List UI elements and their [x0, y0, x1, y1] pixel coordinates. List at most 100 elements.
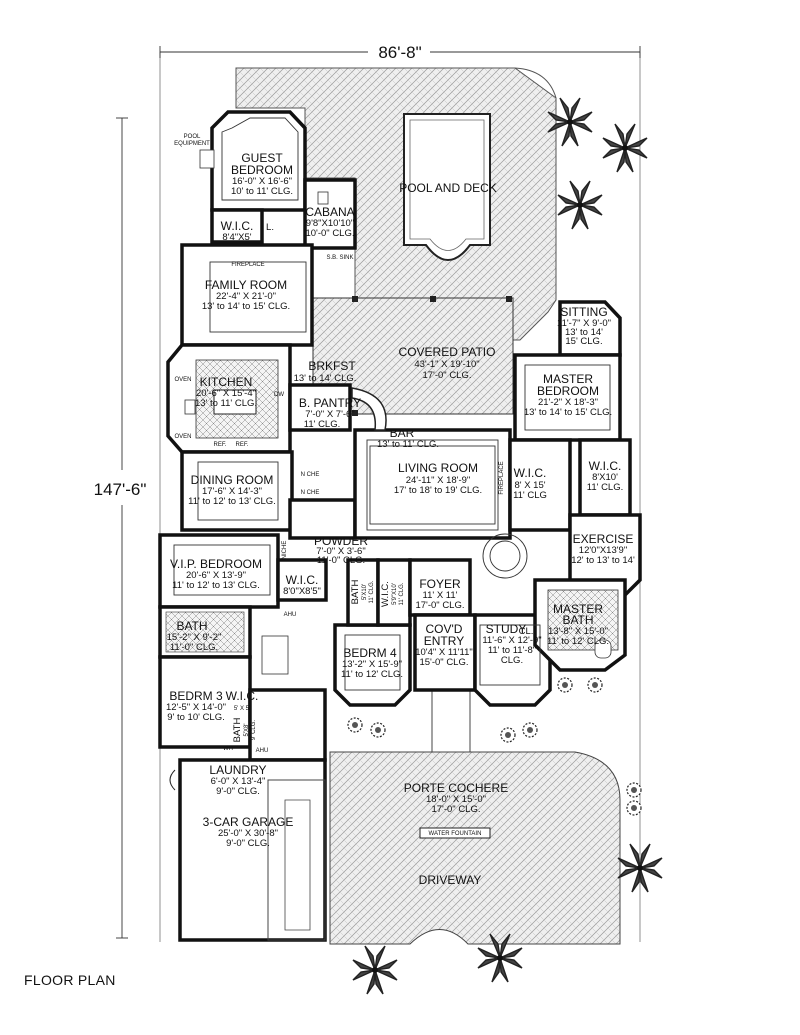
- svg-text:OVEN: OVEN: [174, 377, 191, 383]
- svg-text:11'-6" X 12'-9": 11'-6" X 12'-9": [482, 635, 541, 646]
- walkway: [431, 690, 471, 752]
- svg-text:FIREPLACE: FIREPLACE: [499, 461, 505, 494]
- svg-text:7'-0" X 3'-6": 7'-0" X 3'-6": [316, 546, 365, 557]
- svg-text:11'-0" CLG.: 11'-0" CLG.: [317, 555, 365, 566]
- svg-text:10'-0" CLG.: 10'-0" CLG.: [305, 228, 354, 239]
- laundry-wall: [248, 688, 327, 762]
- bedrm3-label: BEDRM 3: [169, 689, 223, 703]
- living-room-label: LIVING ROOM: [398, 461, 478, 475]
- bedrm3-wall: [158, 655, 252, 749]
- svg-text:11'-7" X 9'-0": 11'-7" X 9'-0": [557, 318, 611, 329]
- powder-label: POWDER: [314, 534, 368, 548]
- pool-label: POOL AND DECK: [399, 181, 497, 195]
- depth-dimension: 147'-6": [94, 480, 147, 499]
- svg-text:13' to 14' to 15' CLG.: 13' to 14' to 15' CLG.: [524, 407, 612, 418]
- svg-text:11' to 11'-8": 11' to 11'-8": [488, 645, 536, 656]
- svg-text:8'X10': 8'X10': [592, 472, 618, 483]
- garage-door: [267, 779, 326, 941]
- master-bath-label: MASTER: [553, 602, 603, 616]
- svg-text:REF.: REF.: [213, 442, 226, 448]
- svg-text:WH: WH: [223, 746, 233, 752]
- svg-text:15'-2" X 9'-2": 15'-2" X 9'-2": [167, 632, 222, 643]
- master-wic1-wall: [508, 438, 572, 532]
- kitchen-label: KITCHEN: [200, 375, 253, 389]
- vip-bath-label: BATH: [176, 619, 207, 633]
- svg-text:BEDROOM: BEDROOM: [231, 163, 293, 177]
- wic4-wall: [376, 558, 412, 627]
- master-bedroom-label: MASTER: [543, 372, 593, 386]
- svg-text:22'-4" X 21'-0": 22'-4" X 21'-0": [216, 291, 276, 302]
- garage-entry-door: [169, 769, 176, 791]
- svg-text:L.: L.: [266, 222, 274, 233]
- svg-text:5'X8': 5'X8': [244, 724, 250, 737]
- svg-text:BATH: BATH: [562, 613, 593, 627]
- svg-text:N CHE: N CHE: [301, 490, 320, 496]
- svg-text:13'-8" X 15'-0": 13'-8" X 15'-0": [548, 626, 608, 637]
- palm-tree: [557, 180, 603, 230]
- svg-text:13' to 11' CLG.: 13' to 11' CLG.: [377, 439, 439, 450]
- guest-wic-wall: [210, 208, 264, 244]
- water-fountain-label: WATER FOUNTAIN: [429, 831, 482, 837]
- covd-entry-label: COV'D: [426, 622, 463, 636]
- svg-text:12'0"X13'9": 12'0"X13'9": [579, 545, 627, 556]
- svg-text:6'-0" X 13'-4": 6'-0" X 13'-4": [211, 776, 266, 787]
- b-pantry-label: B. PANTRY: [299, 396, 361, 410]
- svg-text:43'-1" X 19'-10": 43'-1" X 19'-10": [414, 359, 479, 370]
- sitting-wall: [558, 300, 622, 357]
- svg-text:13' to 14': 13' to 14': [565, 327, 603, 338]
- svg-text:12' to 13' to 14': 12' to 13' to 14': [571, 555, 635, 566]
- patio-columns: [352, 296, 512, 416]
- svg-text:S.B. SINK: S.B. SINK: [326, 255, 353, 261]
- bath4-label: BATH: [350, 580, 361, 605]
- svg-text:13'-2" X 15'-9": 13'-2" X 15'-9": [342, 659, 402, 670]
- svg-text:17'-0" CLG.: 17'-0" CLG.: [415, 600, 464, 611]
- svg-text:11' CLG.: 11' CLG.: [587, 482, 624, 493]
- svg-text:20'-6" X 13'-9": 20'-6" X 13'-9": [186, 570, 246, 581]
- svg-text:OVEN: OVEN: [174, 434, 191, 440]
- svg-text:10'4" X 11'11": 10'4" X 11'11": [415, 647, 473, 658]
- svg-text:BEDROOM: BEDROOM: [537, 384, 599, 398]
- bar-counter: [351, 387, 387, 431]
- water-fountain: [419, 827, 491, 839]
- svg-text:8'4"X5': 8'4"X5': [222, 232, 251, 243]
- svg-text:11'-0" CLG.: 11'-0" CLG.: [170, 642, 218, 653]
- pantry-wall: [288, 383, 352, 432]
- study-label: STUDY: [486, 622, 527, 636]
- driveway-paving: [329, 751, 621, 945]
- vip-wic-wall: [276, 558, 328, 602]
- foyer-label: FOYER: [419, 577, 461, 591]
- vip-bath-tile: [165, 611, 245, 653]
- powder-wall: [288, 498, 357, 540]
- svg-text:17'-0" CLG.: 17'-0" CLG.: [431, 804, 480, 815]
- wic3-label: W.I.C.: [226, 689, 259, 703]
- svg-text:25'-0" X 30'-8": 25'-0" X 30'-8": [218, 828, 278, 839]
- driveway-label: DRIVEWAY: [419, 873, 482, 887]
- svg-text:9' CLG.: 9' CLG.: [251, 720, 257, 740]
- svg-text:13' to 14' to 15' CLG.: 13' to 14' to 15' CLG.: [202, 301, 290, 312]
- master-wic2-label: W.I.C.: [589, 459, 622, 473]
- svg-text:11' to 12' to 13' CLG.: 11' to 12' to 13' CLG.: [172, 580, 260, 591]
- living-room-wall: [353, 428, 512, 540]
- svg-text:9'-0" CLG.: 9'-0" CLG.: [216, 786, 260, 797]
- guest-wic-label: W.I.C.: [221, 219, 254, 233]
- bar-label: BAR: [390, 426, 415, 440]
- bedrm4-label: BEDRM 4: [343, 646, 397, 660]
- garage-wall: [178, 758, 327, 942]
- pool: [403, 113, 491, 261]
- svg-text:21'-2" X 18'-3": 21'-2" X 18'-3": [538, 397, 598, 408]
- svg-text:9'-0" CLG.: 9'-0" CLG.: [226, 838, 270, 849]
- svg-text:ENTRY: ENTRY: [424, 634, 464, 648]
- svg-text:15' CLG.: 15' CLG.: [565, 336, 602, 347]
- svg-text:5' X 5': 5' X 5': [234, 706, 250, 712]
- svg-text:5'9"X10': 5'9"X10': [392, 583, 398, 605]
- svg-text:7'-0" X 7'-6": 7'-0" X 7'-6": [305, 409, 354, 420]
- svg-text:15'-0" CLG.: 15'-0" CLG.: [419, 657, 468, 668]
- svg-text:9'8"X10'10": 9'8"X10'10": [306, 218, 354, 229]
- brkfst-label: BRKFST: [308, 359, 356, 373]
- svg-text:16'-0" X 16'-6": 16'-0" X 16'-6": [232, 176, 292, 187]
- family-room-label: FAMILY ROOM: [205, 278, 287, 292]
- vip-wic-label: W.I.C.: [286, 573, 319, 587]
- cabana-label: CABANA: [305, 205, 354, 219]
- exercise-label: EXERCISE: [573, 532, 634, 546]
